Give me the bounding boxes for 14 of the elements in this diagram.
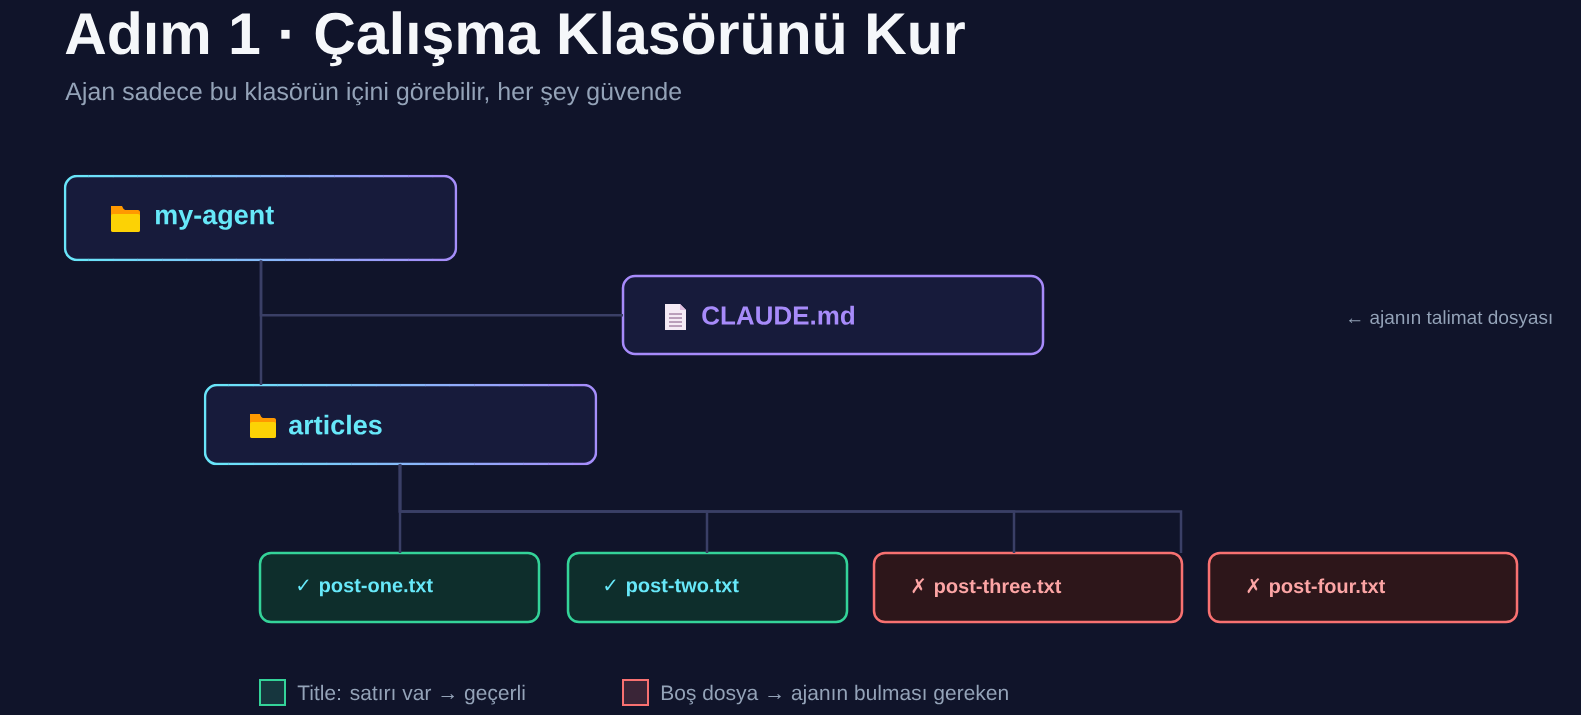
tree-line bbox=[259, 260, 263, 385]
folder-box: articles bbox=[203, 383, 598, 466]
legend-text: Title: satırı var → geçerli bbox=[297, 684, 525, 705]
file-box: ✗ post-four.txt bbox=[1207, 551, 1519, 624]
file-box: ✓ post-one.txt bbox=[258, 551, 541, 624]
note: ← ajanın talimat dosyası bbox=[1349, 310, 1552, 328]
subtitle: Ajan sadece bu klasörün içini görebilir, her şey güvende bbox=[65, 81, 681, 106]
legend-text: Boş dosya → ajanın bulması gereken bbox=[661, 684, 1008, 705]
title: Adım 1 · Çalışma Klasörünü Kur bbox=[65, 11, 965, 67]
folder-box: my-agent bbox=[63, 174, 458, 262]
file-box: ✗ post-three.txt bbox=[872, 551, 1184, 624]
tree-line bbox=[398, 464, 1183, 553]
file-box: CLAUDE.md bbox=[621, 274, 1045, 356]
file-box: ✓ post-two.txt bbox=[566, 551, 849, 624]
